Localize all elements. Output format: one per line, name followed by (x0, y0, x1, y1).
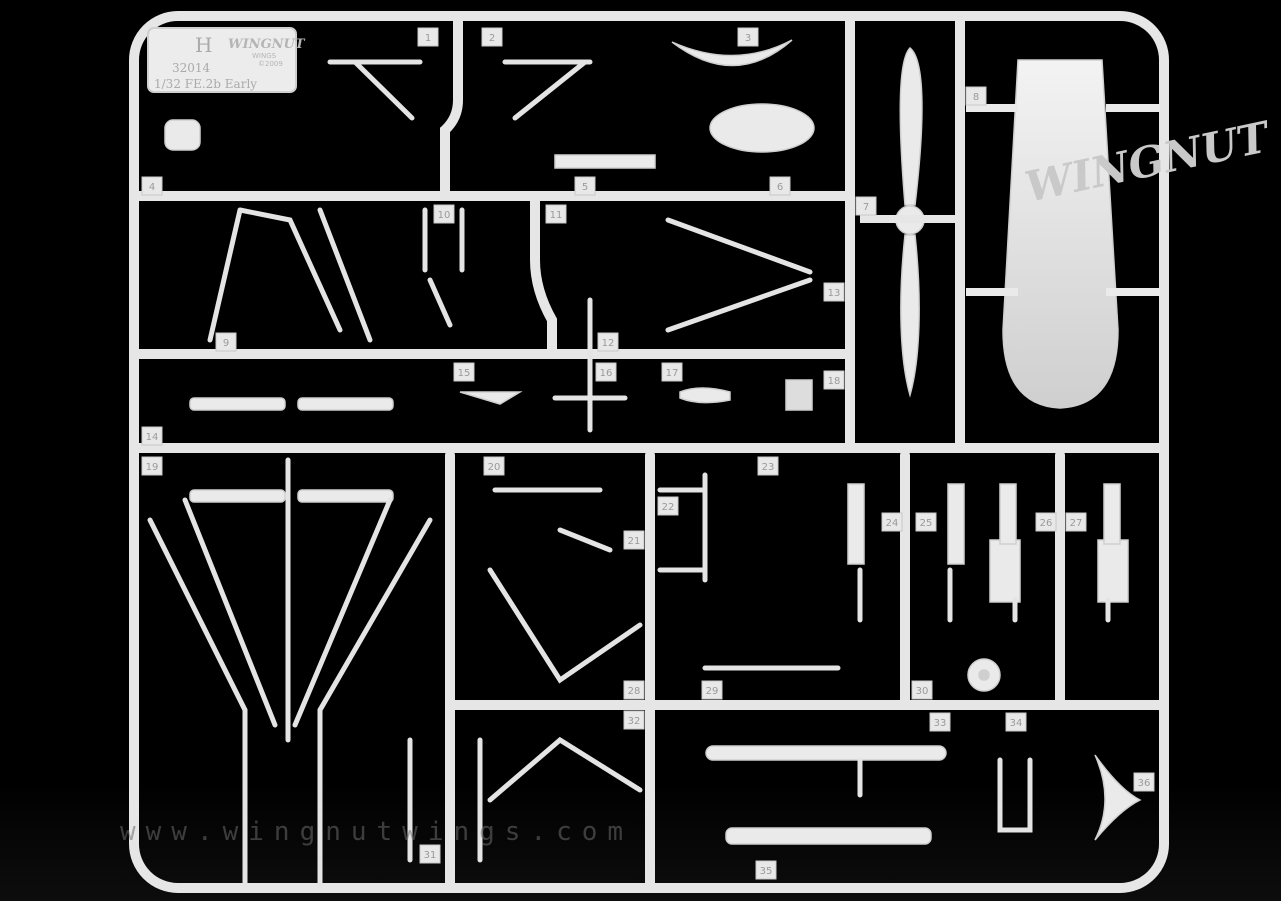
part-tag-box (755, 860, 777, 880)
part-tag-box (623, 710, 645, 730)
plate-year: ©2009 (258, 60, 283, 68)
part-tag-box (769, 176, 791, 196)
part-number-18: 18 (828, 376, 841, 387)
part-number-32: 32 (628, 716, 641, 727)
watermark: www.wingnutwings.com (120, 817, 633, 847)
part-tag-box (481, 27, 503, 47)
part-number-29: 29 (706, 686, 719, 697)
part-number-17: 17 (666, 368, 679, 379)
part-number-36: 36 (1138, 778, 1151, 789)
part-number-8: 8 (973, 92, 979, 103)
part-tag-box (965, 86, 987, 106)
part-number-16: 16 (600, 368, 613, 379)
part-number-4: 4 (149, 182, 155, 193)
part-number-15: 15 (458, 368, 471, 379)
part-tag-box (141, 456, 163, 476)
part-tag-box (737, 27, 759, 47)
part-number-28: 28 (628, 686, 641, 697)
part-number-30: 30 (916, 686, 929, 697)
part-tag-box (623, 530, 645, 550)
part-tag-box (483, 456, 505, 476)
part-number-13: 13 (828, 288, 841, 299)
part-number-19: 19 (146, 462, 159, 473)
part-tag-box (757, 456, 779, 476)
part-number-7: 7 (863, 202, 869, 213)
strut-lines (147, 59, 1111, 888)
part-number-5: 5 (582, 182, 588, 193)
sprue-frame (129, 11, 1169, 893)
part-number-24: 24 (886, 518, 899, 529)
part-number-34: 34 (1010, 718, 1023, 729)
part-tag-box (419, 844, 441, 864)
part-tag-box (453, 362, 475, 382)
part-tag-box (701, 680, 723, 700)
part-tag-box (1133, 772, 1155, 792)
part-number-35: 35 (760, 866, 773, 877)
part-tag-box (823, 370, 845, 390)
propeller-part (860, 46, 960, 398)
part-number-3: 3 (745, 33, 751, 44)
sling-part (671, 39, 793, 67)
label-plate: H WINGNUT WINGS ©2009 32014 1/32 FE.2b E… (147, 27, 306, 93)
part-tag-box (657, 496, 679, 516)
part-number-10: 10 (438, 210, 451, 221)
parts: WINGNUT (164, 39, 1276, 845)
part-number-22: 22 (662, 502, 675, 513)
plate-kit-number: 32014 (172, 61, 211, 75)
part-tag-box (929, 712, 951, 732)
part-number-6: 6 (777, 182, 783, 193)
part-number-33: 33 (934, 718, 947, 729)
part-number-26: 26 (1040, 518, 1053, 529)
part-number-31: 31 (424, 850, 437, 861)
table-surface (0, 780, 1281, 901)
part-tag-box (1035, 512, 1057, 532)
part-number-21: 21 (628, 536, 641, 547)
part-tag-box (855, 196, 877, 216)
part-tag-box (1065, 512, 1087, 532)
part-tag-box (661, 362, 683, 382)
part-number-23: 23 (762, 462, 775, 473)
part-tag-box (823, 282, 845, 302)
part-tag-box (595, 362, 617, 382)
plate-brand-sub: WINGS (252, 52, 277, 60)
part-tag-box (141, 426, 163, 446)
part-tag-box (597, 332, 619, 352)
part-number-25: 25 (920, 518, 933, 529)
part-number-1: 1 (425, 33, 431, 44)
part-tag-box (911, 680, 933, 700)
part-number-12: 12 (602, 338, 615, 349)
part-number-27: 27 (1070, 518, 1083, 529)
part-tag-box (215, 332, 237, 352)
part-tag-box (417, 27, 439, 47)
part-number-14: 14 (146, 432, 159, 443)
part-tag-box (1005, 712, 1027, 732)
part-number-9: 9 (223, 338, 229, 349)
part-number-2: 2 (489, 33, 495, 44)
part-tag-box (574, 176, 596, 196)
plate-letter: H (195, 33, 212, 57)
part-tag-box (881, 512, 903, 532)
part-number-20: 20 (488, 462, 501, 473)
part-tag-box (141, 176, 163, 196)
part-number-11: 11 (550, 210, 563, 221)
part-tag-box (545, 204, 567, 224)
part-tag-box (623, 680, 645, 700)
part-tag-box (433, 204, 455, 224)
part-tag-box (915, 512, 937, 532)
seat-part (709, 103, 815, 153)
plate-kit-name: 1/32 FE.2b Early (154, 77, 257, 91)
plate-brand: WINGNUT (228, 37, 306, 52)
